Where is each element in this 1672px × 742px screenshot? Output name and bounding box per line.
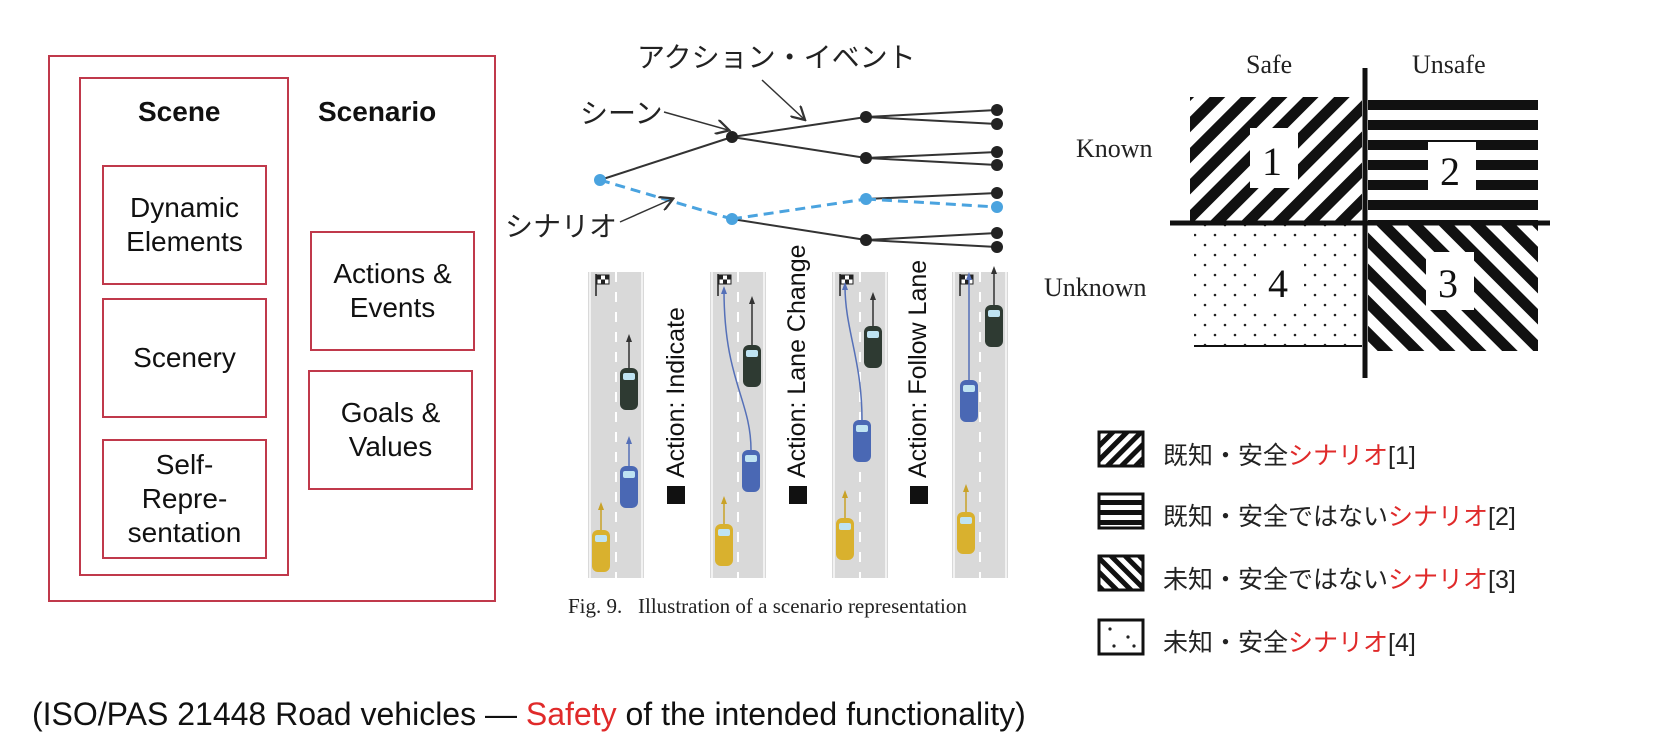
scene-box	[79, 77, 289, 576]
self-representation-box	[102, 439, 267, 559]
source-caption: (ISO/PAS 21448 Road vehicles — Safety of…	[32, 696, 1026, 733]
cell-number-2: 2	[1440, 149, 1460, 194]
vehicle-trajectories	[598, 266, 997, 530]
scenery-box	[102, 298, 267, 418]
source-caption-after: of the intended functionality)	[616, 696, 1026, 732]
legend-item-1-prefix: 既知・安全	[1163, 442, 1289, 470]
legend-swatch-3	[1097, 554, 1145, 592]
scene-header: Scene	[138, 96, 221, 127]
goals-values-box	[308, 370, 473, 490]
safety-matrix	[1170, 68, 1550, 378]
scenario-tree	[599, 109, 998, 248]
legend-item-1-highlight: シナリオ	[1288, 442, 1389, 470]
legend-item-1-suffix: [1]	[1388, 442, 1416, 470]
vehicles	[592, 305, 1003, 572]
scenario-path	[599, 178, 998, 221]
legend-item-3: 未知・安全ではないシナリオ[3]	[1163, 560, 1516, 596]
action-event-label: アクション・イベント	[637, 42, 916, 73]
legend-swatch-4	[1097, 618, 1145, 656]
legend-item-1: 既知・安全シナリオ[1]	[1163, 436, 1416, 472]
legend-item-4-highlight: シナリオ	[1288, 629, 1389, 657]
col-label-unsafe: Unsafe	[1412, 50, 1486, 79]
goals-values-label: Goals & Values	[340, 396, 441, 462]
cell-number-4: 4	[1268, 261, 1288, 306]
actions-events-label: Actions & Events	[333, 257, 452, 323]
scenario-header: Scenario	[318, 96, 437, 127]
scenario-nodes	[594, 174, 1003, 225]
legend-swatch-1	[1097, 430, 1145, 468]
action-label-follow-lane: Action: Follow Lane	[904, 259, 932, 478]
dynamic-elements-box	[102, 165, 267, 285]
source-caption-before: (ISO/PAS 21448 Road vehicles —	[32, 696, 526, 732]
actions-events-box	[310, 231, 475, 351]
self-representation-label: Self- Repre- sentation	[127, 448, 242, 549]
legend-item-2-highlight: シナリオ	[1388, 503, 1489, 531]
legend-item-2: 既知・安全ではないシナリオ[2]	[1163, 497, 1516, 533]
legend-swatch-2	[1097, 492, 1145, 530]
scenery-label: Scenery	[133, 341, 236, 373]
legend-item-4-prefix: 未知・安全	[1163, 629, 1289, 657]
cell-number-3: 3	[1438, 261, 1458, 306]
legend-item-3-prefix: 未知・安全ではない	[1163, 566, 1389, 594]
legend-swatches	[1097, 430, 1145, 656]
legend-item-3-highlight: シナリオ	[1388, 566, 1489, 594]
cell-number-1: 1	[1262, 139, 1282, 184]
figure-caption: Fig. 9. Illustration of a scenario repre…	[568, 594, 967, 618]
col-label-safe: Safe	[1246, 50, 1293, 79]
legend-item-4: 未知・安全シナリオ[4]	[1163, 623, 1416, 659]
scenario-label: シナリオ	[505, 211, 618, 242]
outer-box	[48, 55, 496, 602]
tree-nodes	[726, 104, 1003, 253]
legend-item-2-prefix: 既知・安全ではない	[1163, 503, 1389, 531]
action-label-indicate: Action: Indicate	[662, 307, 690, 478]
scene-label: シーン	[580, 98, 663, 129]
source-caption-highlight: Safety	[525, 696, 617, 732]
legend-item-3-suffix: [3]	[1488, 566, 1516, 594]
legend-item-4-suffix: [4]	[1388, 629, 1416, 657]
row-label-known: Known	[1076, 134, 1153, 163]
legend-item-2-suffix: [2]	[1488, 503, 1516, 531]
action-label-lane-change: Action: Lane Change	[783, 244, 811, 478]
clapperboard-icon	[667, 486, 928, 504]
label-arrows	[619, 79, 804, 223]
dynamic-elements-label: Dynamic Elements	[126, 191, 243, 257]
row-label-unknown: Unknown	[1044, 273, 1147, 302]
